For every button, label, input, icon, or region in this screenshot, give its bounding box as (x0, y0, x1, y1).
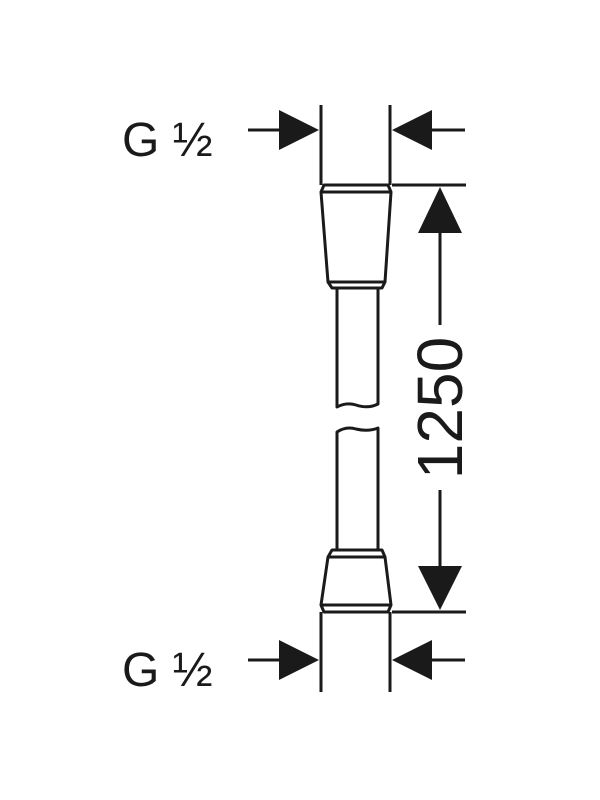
bottom-fitting (319, 548, 393, 614)
arrow-right-icon (279, 110, 319, 150)
thread-label-top: G ½ (122, 114, 213, 167)
arrow-right-icon (279, 640, 319, 680)
arrow-up-icon (418, 187, 462, 233)
hose-upper (335, 288, 380, 409)
hose-lower (335, 426, 380, 550)
top-fitting (319, 183, 393, 290)
arrow-down-icon (418, 566, 462, 610)
arrow-left-icon (392, 110, 432, 150)
thread-label-bottom: G ½ (122, 644, 213, 697)
length-dimension: 1250 (404, 337, 476, 479)
arrow-left-icon (392, 640, 432, 680)
